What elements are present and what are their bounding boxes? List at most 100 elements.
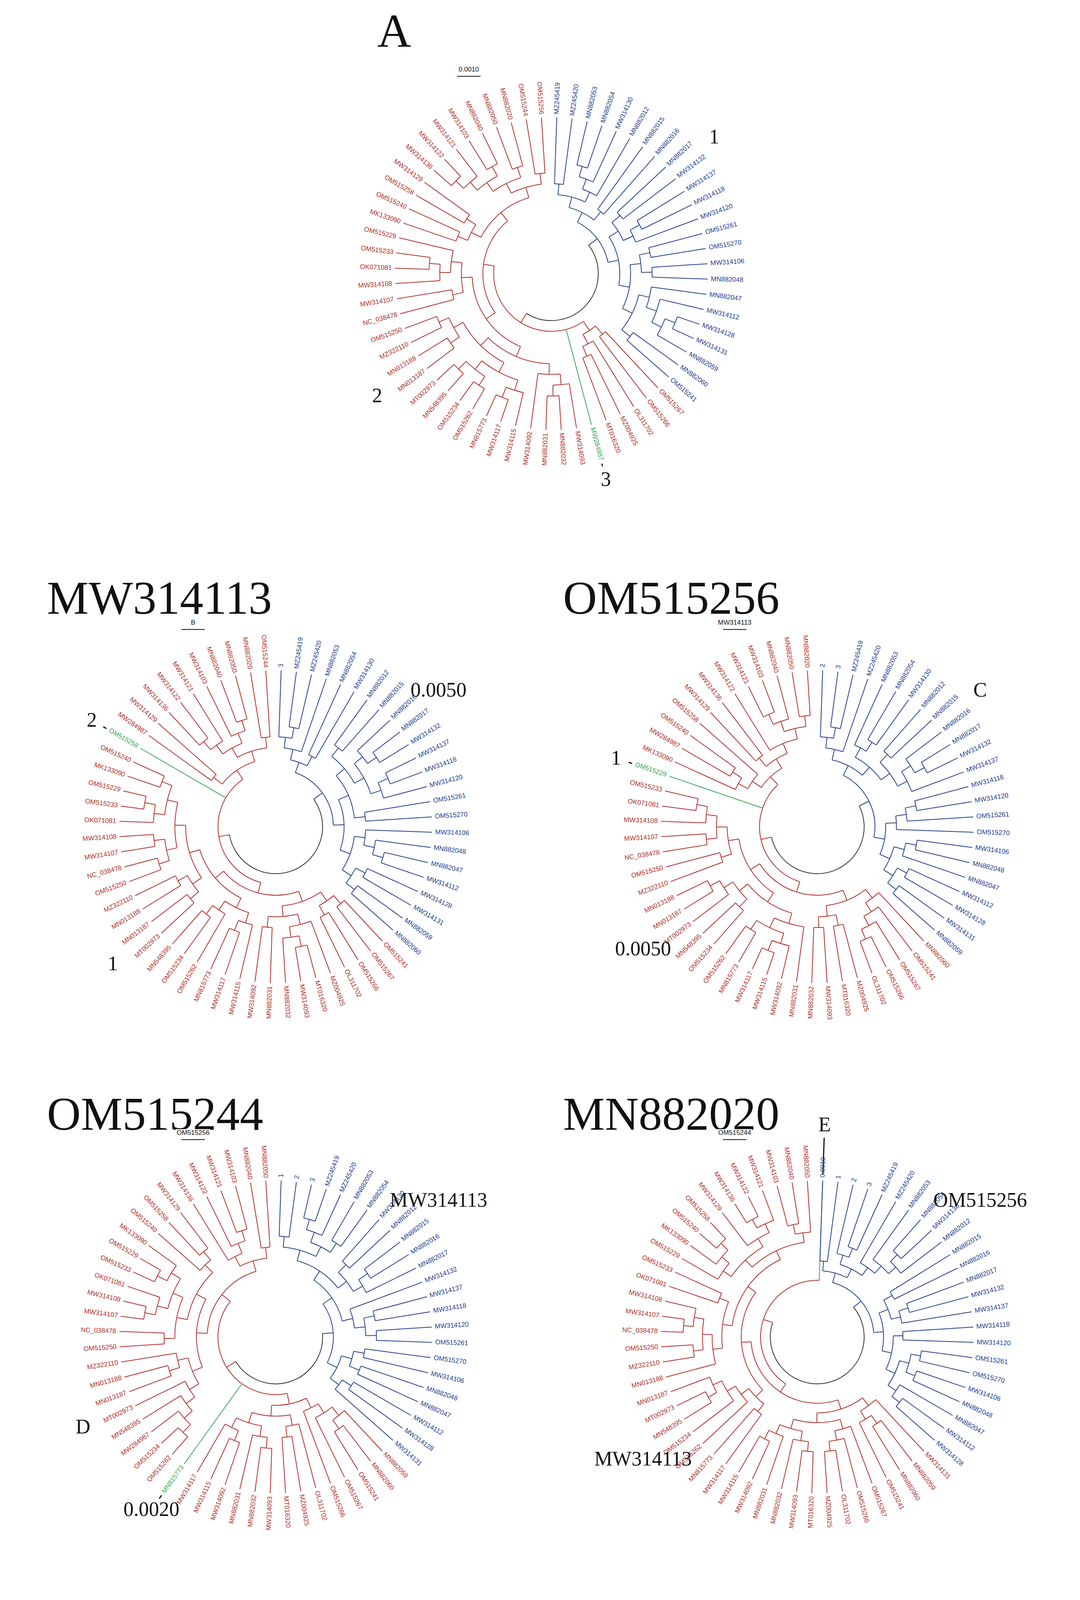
tree-branch (370, 1255, 410, 1279)
tree-branch (714, 1408, 755, 1455)
tree-branch (235, 1257, 240, 1267)
tree-branch (919, 1361, 970, 1374)
tree-branch (840, 674, 854, 729)
taxon-label: MW314118 (970, 773, 1005, 790)
taxon-label: MW314117 (733, 970, 755, 1005)
tree-branch (161, 1428, 179, 1445)
taxon-label: MW314108 (627, 1289, 663, 1305)
taxon-label: OM515270 (971, 1370, 1006, 1385)
tree-branch (223, 871, 299, 896)
tree-branch (265, 670, 271, 738)
tree-branch (739, 839, 774, 894)
tree-branch (545, 396, 548, 431)
tree-branch (373, 731, 401, 753)
tree-branch (593, 340, 634, 407)
tree-branch (526, 119, 536, 175)
tree-branch (270, 1448, 272, 1494)
taxon-label: MW314132 (409, 722, 443, 747)
taxon-label: MW284987 (588, 426, 605, 462)
taxon-label: MW314121 (746, 1154, 765, 1190)
taxon-label: MN882054 (599, 90, 618, 124)
tree-branch (796, 882, 800, 893)
taxon-label: MN882048 (971, 859, 1005, 875)
taxon-label: 1 (834, 1175, 843, 1180)
tree-branch (342, 1318, 353, 1322)
taxon-label: MW314112 (960, 889, 995, 911)
tree-branch (520, 313, 527, 323)
tree-branch (266, 1437, 268, 1449)
tree-branch (222, 761, 255, 785)
tree-branch (342, 1219, 379, 1262)
tree-branch (199, 850, 241, 899)
tree-branch (363, 845, 375, 848)
taxon-label: OM515233 (629, 779, 663, 794)
tree-branch (206, 905, 213, 915)
taxon-label: MK133090 (93, 761, 126, 779)
tree-branch (873, 1259, 889, 1274)
tree-branch (289, 926, 291, 938)
tree-branch (752, 1219, 758, 1229)
tree-branch (635, 218, 698, 243)
tree-branch (287, 1393, 290, 1405)
tree-branch (665, 791, 699, 799)
tree-branch (880, 773, 890, 781)
taxon-label: MN882047 (953, 1414, 985, 1438)
taxon-label: MW314137 (974, 1302, 1009, 1316)
tree-branch (319, 905, 325, 915)
taxon-label: MN882032 (807, 986, 816, 1020)
tree-branch (215, 871, 224, 879)
tree-branch (500, 212, 508, 221)
tree-branch (234, 1431, 239, 1442)
tree-branch (760, 1280, 820, 1385)
taxon-label: MN013187 (636, 1389, 670, 1409)
taxon-label: MW314103 (746, 644, 765, 679)
taxon-label: MN882017 (950, 722, 983, 747)
tree-branch (888, 1267, 896, 1274)
taxon-label: MN882050 (222, 640, 239, 674)
tree-branch (298, 674, 312, 729)
taxon-label: MN882053 (584, 86, 599, 120)
taxon-label: MN882048 (960, 1400, 994, 1421)
tree-branch (863, 916, 869, 926)
tree-branch (665, 852, 720, 868)
taxon-label: MW314137 (417, 738, 451, 761)
tree-branch (192, 1367, 203, 1372)
tree-branch (710, 712, 756, 761)
taxon-label: MW314120 (434, 1321, 470, 1331)
taxon-label: OM515244 (516, 83, 530, 117)
tree-branch (871, 936, 887, 968)
taxon-label: MN013188 (643, 893, 676, 915)
tree-branch (455, 181, 464, 189)
tree-branch (911, 772, 964, 792)
taxon-label: MZ245420 (338, 1161, 359, 1194)
tree-branch (699, 1234, 717, 1249)
clade-number: 1 (107, 953, 118, 975)
tree-branch (322, 1332, 334, 1334)
tree-branch (338, 1281, 347, 1289)
tree-branch (921, 744, 951, 763)
taxon-label: MW314132 (423, 1266, 459, 1285)
taxon-label: MN013187 (651, 907, 684, 932)
tree-branch (853, 1301, 862, 1308)
tree-branch (338, 1272, 354, 1292)
tree-branch (676, 880, 708, 896)
scale-value: MW314113 (717, 619, 753, 627)
taxon-label: MN882050 (801, 1145, 811, 1179)
tree-branch (790, 1419, 794, 1430)
tree-branch (394, 268, 429, 270)
tree-branch (360, 1366, 424, 1388)
taxon-label: OM515266 (328, 1485, 347, 1519)
taxon-label: MN882048 (710, 275, 744, 285)
tree-branch (888, 1385, 896, 1392)
tree-branch (331, 756, 355, 784)
tree-branch (148, 1245, 177, 1266)
taxon-label: MW314093 (265, 1496, 274, 1531)
tree-branch (731, 1247, 763, 1278)
scale-value: OM515244 (717, 1129, 752, 1137)
tree-branch (883, 709, 921, 752)
tree-branch (738, 1436, 760, 1473)
tree-branch (843, 775, 876, 838)
tree-branch (856, 1194, 883, 1251)
tree-branch (915, 850, 970, 863)
clade-number: 2 (372, 385, 383, 406)
